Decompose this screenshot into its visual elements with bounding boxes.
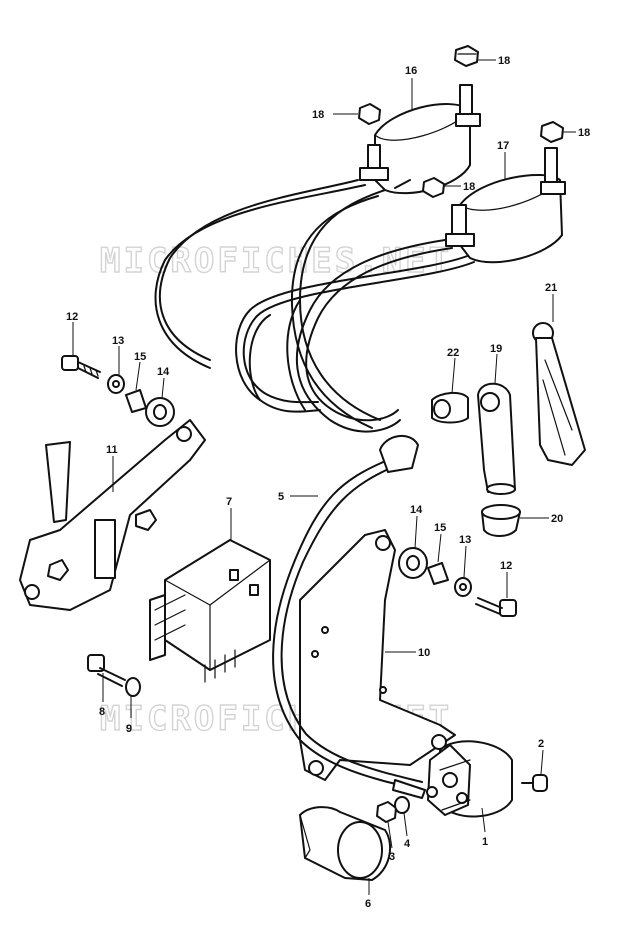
bracket-10: [299, 529, 456, 781]
svg-text:5: 5: [278, 491, 284, 503]
callout-18-b: 18: [312, 109, 358, 121]
svg-text:6: 6: [365, 898, 371, 910]
regulator-7: [149, 539, 271, 683]
plug-cap-21: [532, 322, 586, 466]
svg-text:13: 13: [459, 534, 471, 546]
callout-6: 6: [365, 878, 371, 910]
bolt-12-a: [61, 355, 101, 379]
svg-text:14: 14: [410, 504, 423, 516]
callout-16: 16: [405, 65, 417, 110]
callout-13-b: 13: [459, 534, 471, 578]
callout-18-a: 18: [478, 55, 510, 67]
washer-13-b: [454, 577, 472, 597]
cover-20: [481, 504, 521, 537]
svg-text:10: 10: [418, 647, 430, 659]
callout-17: 17: [497, 140, 509, 180]
svg-text:14: 14: [157, 366, 170, 378]
nut-18-c: [540, 121, 564, 143]
collar-15-a: [125, 389, 147, 413]
nut-18-d: [422, 177, 445, 198]
ignition-coil-16: [359, 84, 481, 195]
washer-4: [394, 796, 410, 814]
svg-text:15: 15: [134, 351, 146, 363]
callout-4: 4: [403, 812, 411, 850]
bolt-8: [87, 654, 126, 687]
svg-text:18: 18: [498, 55, 510, 67]
cover-6: [299, 806, 392, 881]
callout-12-a: 12: [66, 311, 78, 355]
svg-text:8: 8: [99, 706, 105, 718]
callout-18-d: 18: [444, 181, 475, 193]
washer-9: [125, 677, 141, 697]
svg-text:15: 15: [434, 522, 446, 534]
svg-text:12: 12: [500, 560, 512, 572]
svg-text:11: 11: [106, 444, 118, 456]
svg-text:13: 13: [112, 335, 124, 347]
ignition-coil-17: [445, 147, 566, 264]
svg-text:4: 4: [404, 838, 411, 850]
callout-19: 19: [490, 343, 502, 384]
callout-20: 20: [520, 513, 563, 525]
starter-relay-1: [426, 740, 513, 818]
svg-text:16: 16: [405, 65, 417, 77]
svg-text:20: 20: [551, 513, 563, 525]
nut-18-b: [358, 103, 381, 125]
svg-text:21: 21: [545, 282, 557, 294]
svg-text:1: 1: [482, 836, 488, 848]
svg-text:2: 2: [538, 738, 544, 750]
collar-15-b: [427, 562, 449, 585]
svg-text:3: 3: [389, 851, 395, 863]
callout-11: 11: [106, 444, 118, 492]
bracket-11: [19, 419, 206, 611]
callout-12-b: 12: [500, 560, 512, 598]
callout-9: 9: [126, 696, 132, 735]
callout-10: 10: [385, 647, 430, 659]
watermark-top: MICROFICHES.NET: [100, 241, 452, 281]
callout-7: 7: [226, 496, 232, 540]
svg-text:12: 12: [66, 311, 78, 323]
bolt-12-b: [475, 597, 517, 617]
callout-14-a: 14: [157, 366, 170, 399]
nut-3: [376, 801, 397, 823]
callout-13-a: 13: [112, 335, 124, 375]
callout-15-a: 15: [134, 351, 146, 391]
grommet-14-a: [145, 397, 175, 427]
seal-22: [431, 392, 469, 424]
svg-text:19: 19: [490, 343, 502, 355]
callout-5: 5: [278, 491, 318, 503]
wire-5: [272, 435, 426, 799]
plug-cap-19: [477, 382, 516, 495]
grommet-14-b: [398, 547, 428, 579]
callout-8: 8: [99, 673, 105, 718]
svg-text:7: 7: [226, 496, 232, 508]
svg-text:18: 18: [312, 109, 324, 121]
callout-3: 3: [387, 821, 395, 863]
svg-text:22: 22: [447, 347, 459, 359]
svg-text:17: 17: [497, 140, 509, 152]
callout-2: 2: [538, 738, 544, 775]
washer-13-a: [107, 374, 125, 394]
svg-text:18: 18: [463, 181, 475, 193]
callout-21: 21: [545, 282, 557, 322]
callout-15-b: 15: [434, 522, 446, 563]
nut-18-a: [454, 45, 479, 67]
callout-1: 1: [481, 807, 488, 848]
svg-text:18: 18: [578, 127, 590, 139]
callout-22: 22: [447, 347, 459, 394]
ignition-cables: [154, 179, 475, 433]
callout-18-c: 18: [563, 127, 590, 139]
screw-2: [521, 774, 548, 792]
callout-14-b: 14: [410, 504, 423, 549]
svg-text:9: 9: [126, 723, 132, 735]
